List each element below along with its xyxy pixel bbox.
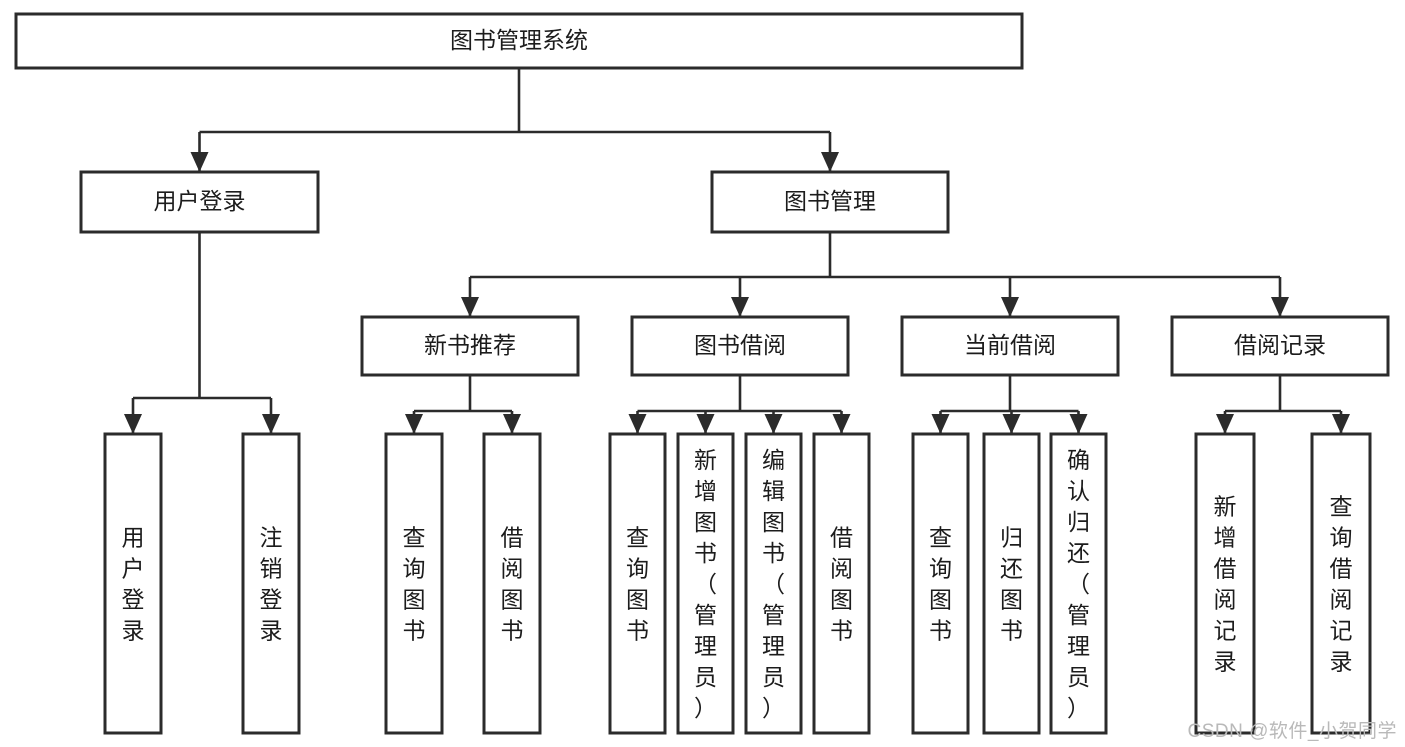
node-leaf-query-book-1[interactable]: 查询图书: [384, 432, 444, 735]
node-root[interactable]: 图书管理系统: [14, 12, 1024, 70]
watermark-text: CSDN @软件_小贺同学: [1187, 721, 1397, 742]
node-label-leaf-confirm-return: 确认归还（管理员）: [1067, 447, 1090, 721]
node-leaf-add-record[interactable]: 新增借阅记录: [1194, 432, 1256, 735]
node-label-leaf-edit-book: 编辑图书（管理员）: [762, 447, 785, 721]
node-label-root: 图书管理系统: [450, 27, 588, 53]
node-label-borrow-record: 借阅记录: [1234, 332, 1326, 358]
node-box-root: [14, 12, 1024, 70]
node-leaf-query-record[interactable]: 查询借阅记录: [1310, 432, 1372, 735]
arrow-head-icon: [461, 297, 479, 317]
node-label-leaf-query-book-3: 查询图书: [929, 525, 952, 644]
arrow-head-icon: [124, 414, 142, 434]
node-box-book-manage: [710, 170, 950, 234]
node-label-leaf-query-book-2: 查询图书: [626, 525, 649, 644]
node-box-leaf-query-book-1: [384, 432, 444, 735]
node-label-leaf-borrow-book-2: 借阅图书: [830, 525, 853, 644]
node-label-leaf-query-book-1: 查询图书: [403, 525, 426, 644]
node-box-leaf-query-book-3: [911, 432, 970, 735]
node-leaf-confirm-return[interactable]: 确认归还（管理员）: [1049, 432, 1108, 735]
arrow-head-icon: [1069, 414, 1088, 434]
arrow-head-icon: [628, 414, 647, 434]
node-label-leaf-logout-login: 注销登录: [260, 525, 283, 644]
node-leaf-edit-book[interactable]: 编辑图书（管理员）: [744, 432, 803, 735]
node-label-leaf-user-login: 用户登录: [122, 525, 145, 644]
node-box-leaf-edit-book: [744, 432, 803, 735]
arrow-head-icon: [1332, 414, 1350, 434]
node-leaf-add-book[interactable]: 新增图书（管理员）: [676, 432, 735, 735]
node-label-leaf-add-book: 新增图书（管理员）: [694, 447, 717, 721]
node-box-current-borrow: [900, 315, 1120, 377]
node-leaf-query-book-3[interactable]: 查询图书: [911, 432, 970, 735]
node-new-book-recommend[interactable]: 新书推荐: [360, 315, 580, 377]
node-label-book-manage: 图书管理: [784, 188, 876, 214]
node-box-leaf-return-book: [982, 432, 1041, 735]
arrow-head-icon: [262, 414, 280, 434]
node-label-leaf-add-record: 新增借阅记录: [1214, 494, 1237, 675]
node-book-borrow[interactable]: 图书借阅: [630, 315, 850, 377]
arrow-head-icon: [1216, 414, 1234, 434]
node-label-leaf-query-record: 查询借阅记录: [1330, 494, 1353, 675]
arrow-head-icon: [1271, 297, 1289, 317]
connector-layer: [124, 68, 1350, 434]
node-label-leaf-return-book: 归还图书: [1000, 525, 1023, 644]
node-book-manage[interactable]: 图书管理: [710, 170, 950, 234]
node-box-leaf-confirm-return: [1049, 432, 1108, 735]
node-box-leaf-borrow-book-2: [812, 432, 871, 735]
node-leaf-borrow-book-2[interactable]: 借阅图书: [812, 432, 871, 735]
node-user-login[interactable]: 用户登录: [79, 170, 320, 234]
arrow-head-icon: [1002, 414, 1021, 434]
node-box-leaf-add-record: [1194, 432, 1256, 735]
node-box-leaf-user-login: [103, 432, 163, 735]
arrow-head-icon: [764, 414, 783, 434]
node-box-leaf-query-record: [1310, 432, 1372, 735]
node-borrow-record[interactable]: 借阅记录: [1170, 315, 1390, 377]
node-current-borrow[interactable]: 当前借阅: [900, 315, 1120, 377]
arrow-head-icon: [190, 152, 209, 172]
arrow-head-icon: [731, 297, 749, 317]
arrow-head-icon: [696, 414, 715, 434]
node-box-new-book-recommend: [360, 315, 580, 377]
node-leaf-borrow-book-1[interactable]: 借阅图书: [482, 432, 542, 735]
node-label-user-login: 用户登录: [154, 188, 246, 214]
node-box-book-borrow: [630, 315, 850, 377]
node-leaf-query-book-2[interactable]: 查询图书: [608, 432, 667, 735]
node-leaf-return-book[interactable]: 归还图书: [982, 432, 1041, 735]
arrow-head-icon: [931, 414, 950, 434]
node-box-user-login: [79, 170, 320, 234]
node-label-current-borrow: 当前借阅: [964, 332, 1056, 358]
node-box-leaf-borrow-book-1: [482, 432, 542, 735]
node-box-leaf-logout-login: [241, 432, 301, 735]
node-leaf-user-login[interactable]: 用户登录: [103, 432, 163, 735]
node-label-new-book-recommend: 新书推荐: [424, 332, 516, 358]
arrow-head-icon: [821, 152, 839, 172]
arrow-head-icon: [1001, 297, 1019, 317]
node-leaf-logout-login[interactable]: 注销登录: [241, 432, 301, 735]
arrow-head-icon: [503, 414, 521, 434]
node-label-leaf-borrow-book-1: 借阅图书: [501, 525, 524, 644]
node-box-leaf-add-book: [676, 432, 735, 735]
node-box-leaf-query-book-2: [608, 432, 667, 735]
node-box-borrow-record: [1170, 315, 1390, 377]
node-label-book-borrow: 图书借阅: [694, 332, 786, 358]
node-layer: 图书管理系统用户登录图书管理新书推荐图书借阅当前借阅借阅记录用户登录注销登录查询…: [14, 12, 1390, 735]
arrow-head-icon: [405, 414, 423, 434]
arrow-head-icon: [832, 414, 851, 434]
